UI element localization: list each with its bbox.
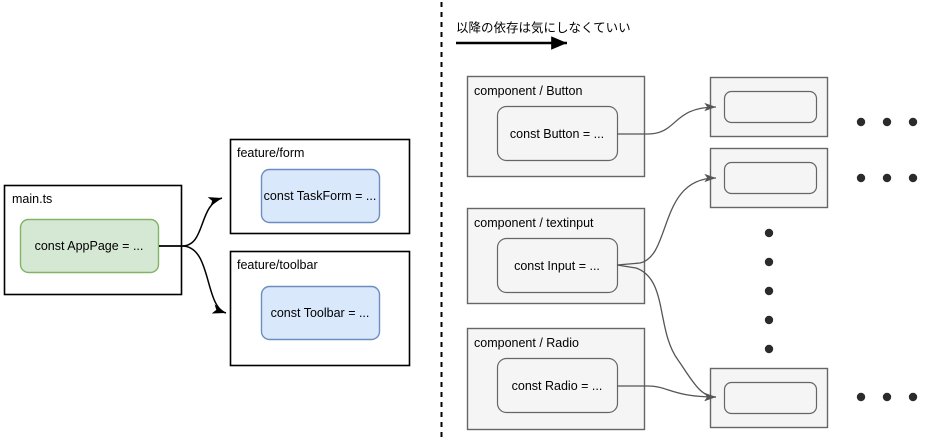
edge-apppage-toolbar (159, 245, 227, 314)
node-const-button[interactable] (496, 105, 619, 162)
ellipsis-row-1 (856, 117, 918, 127)
node-app-page[interactable] (19, 218, 160, 274)
edge-button-leaf1 (617, 102, 717, 135)
node-const-input[interactable] (496, 237, 619, 294)
edge-radio-leaf3 (617, 385, 717, 402)
node-task-form[interactable] (260, 168, 381, 224)
node-leaf-1[interactable] (723, 90, 818, 124)
ellipsis-row-2 (856, 173, 918, 183)
node-const-radio[interactable] (496, 357, 619, 414)
edge-input-leaf3 (616, 264, 717, 402)
ellipsis-column-vertical (764, 228, 774, 354)
ellipsis-row-3 (856, 392, 918, 402)
node-leaf-2[interactable] (723, 161, 818, 195)
node-leaf-3[interactable] (723, 381, 818, 415)
node-toolbar[interactable] (260, 285, 381, 341)
edge-input-leaf2 (616, 173, 717, 266)
